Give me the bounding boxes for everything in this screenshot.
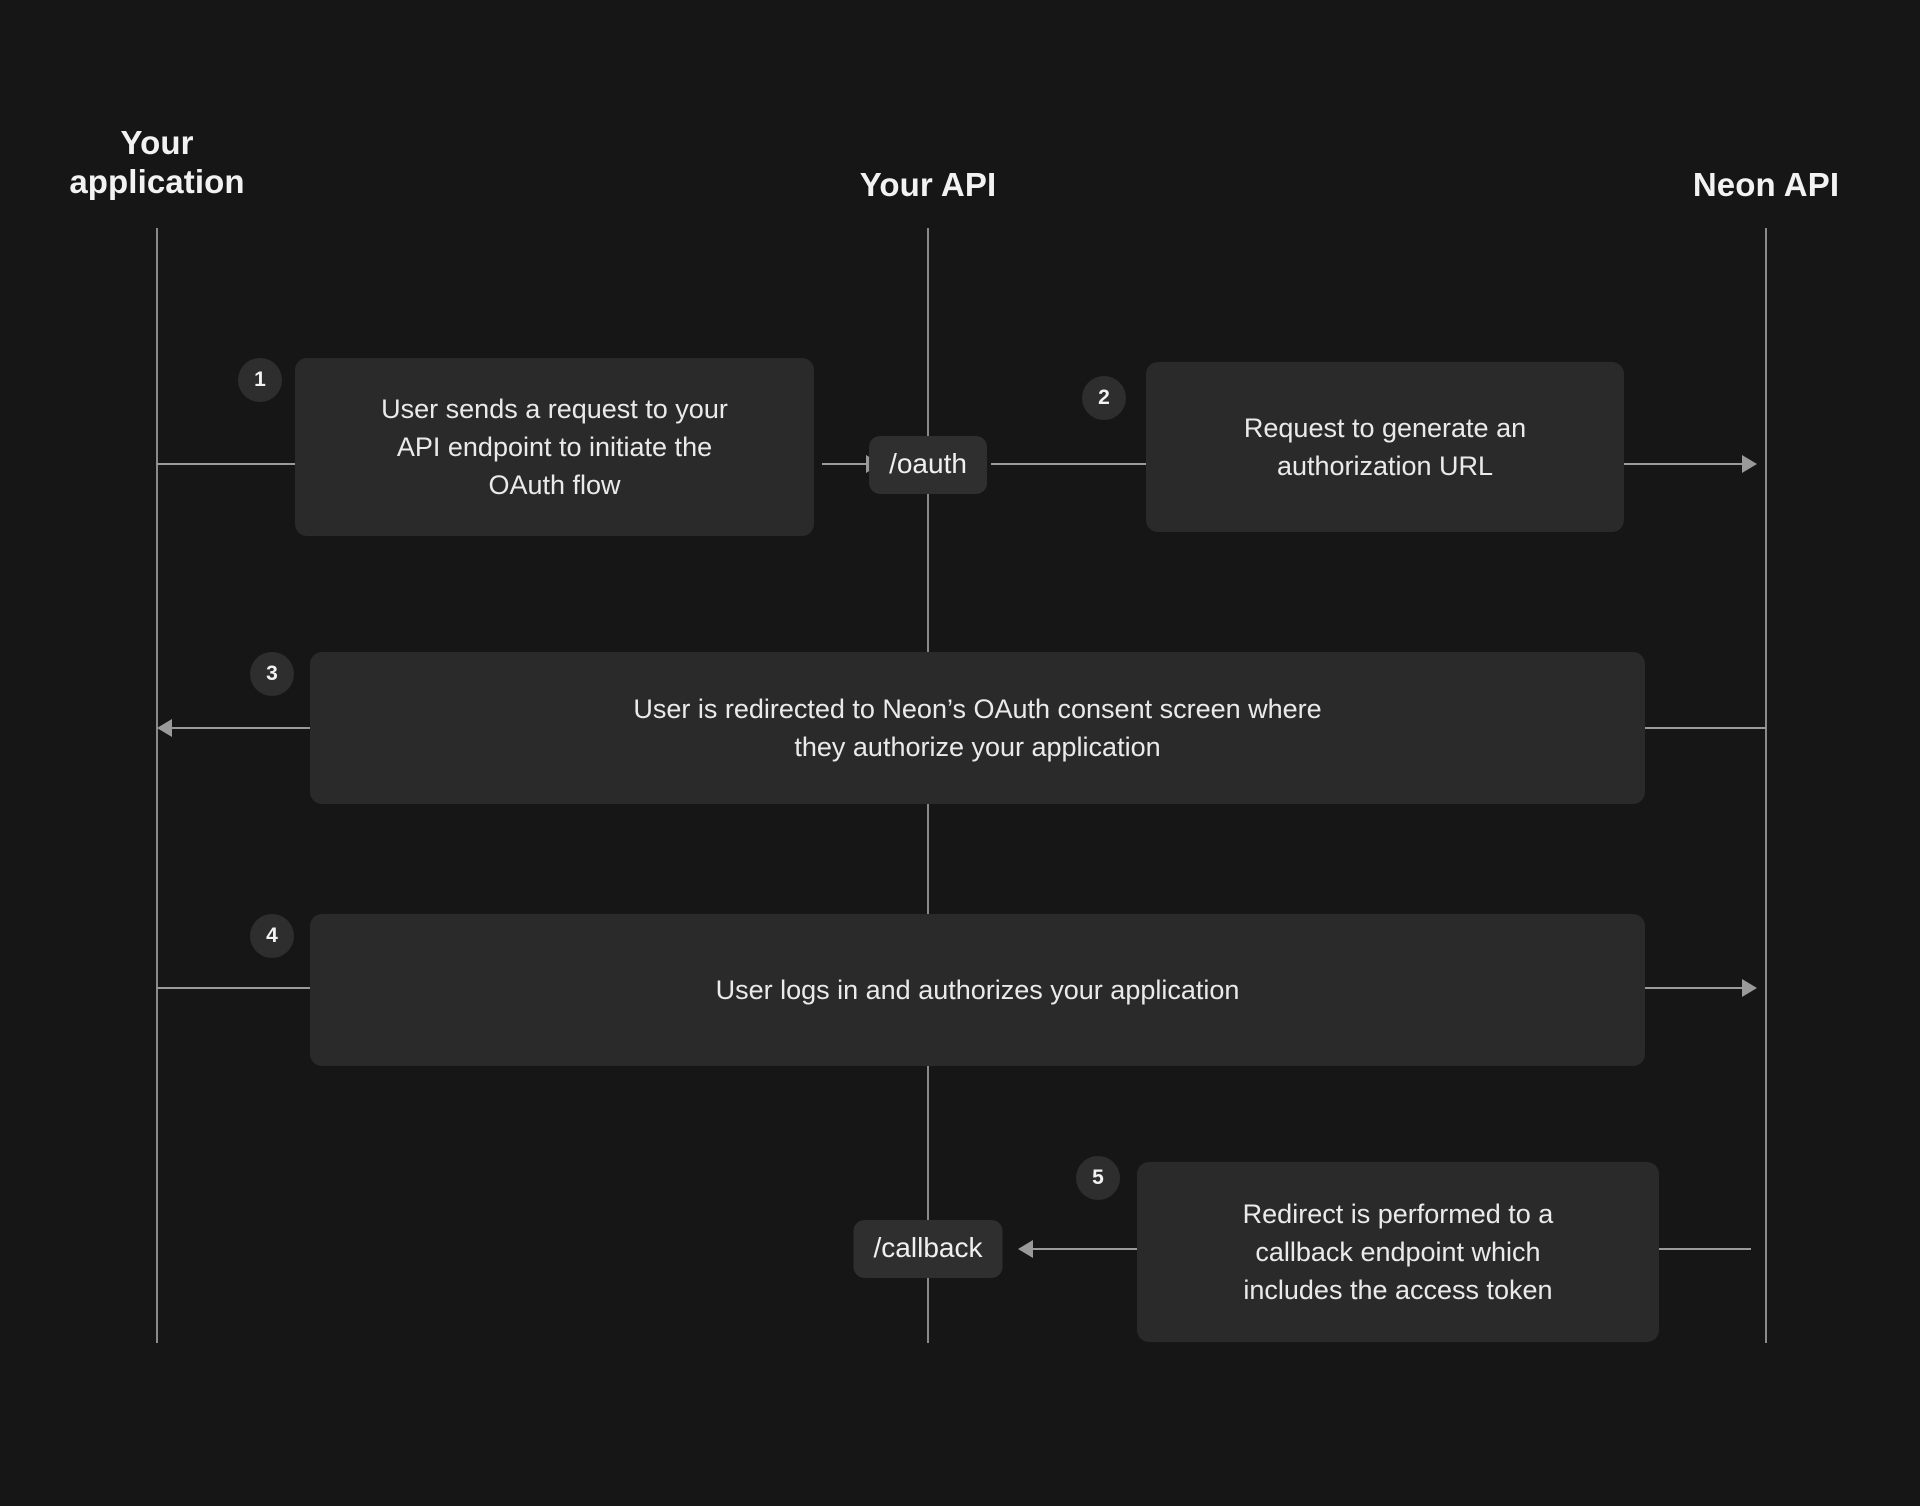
step-badge-5: 5 xyxy=(1076,1156,1120,1200)
arrowhead-step-2 xyxy=(1742,455,1757,473)
lifeline-neon-api xyxy=(1765,228,1767,1343)
message-text-step-2: Request to generate an authorization URL xyxy=(1243,412,1527,481)
connector-step-1-left xyxy=(157,463,295,465)
participant-neon-api: Neon API xyxy=(1692,166,1840,203)
message-box-step-2: Request to generate an authorization URL xyxy=(1146,362,1624,532)
message-box-step-3: User is redirected to Neon’s OAuth conse… xyxy=(310,652,1645,804)
connector-step-1-right xyxy=(822,463,868,465)
connector-step-5-left xyxy=(1031,1248,1137,1250)
message-text-step-1: User sends a request to your API endpoin… xyxy=(381,393,728,501)
connector-step-2-right xyxy=(1624,463,1744,465)
message-text-step-3: User is redirected to Neon’s OAuth conse… xyxy=(633,693,1322,762)
participant-your-api: Your API xyxy=(859,166,997,203)
message-box-step-4: User logs in and authorizes your applica… xyxy=(310,914,1645,1066)
connector-step-4-right xyxy=(1645,987,1744,989)
arrowhead-step-5 xyxy=(1018,1240,1033,1258)
connector-step-3-right xyxy=(1645,727,1766,729)
connector-step-2-left xyxy=(991,463,1146,465)
endpoint-pill-callback[interactable]: /callback xyxy=(853,1220,1003,1278)
connector-step-4-left xyxy=(157,987,310,989)
lifeline-your-application xyxy=(156,228,158,1343)
connector-step-3-left xyxy=(170,727,310,729)
participant-your-application: Your application xyxy=(69,124,245,200)
message-box-step-1: User sends a request to your API endpoin… xyxy=(295,358,814,536)
arrowhead-step-3 xyxy=(157,719,172,737)
endpoint-pill-oauth[interactable]: /oauth xyxy=(869,436,987,494)
step-badge-4: 4 xyxy=(250,914,294,958)
step-badge-2: 2 xyxy=(1082,376,1126,420)
step-badge-1: 1 xyxy=(238,358,282,402)
message-text-step-5: Redirect is performed to a callback endp… xyxy=(1242,1198,1554,1306)
arrowhead-step-4 xyxy=(1742,979,1757,997)
message-box-step-5: Redirect is performed to a callback endp… xyxy=(1137,1162,1659,1342)
connector-step-5-right xyxy=(1659,1248,1751,1250)
message-text-step-4: User logs in and authorizes your applica… xyxy=(715,974,1240,1005)
step-badge-3: 3 xyxy=(250,652,294,696)
